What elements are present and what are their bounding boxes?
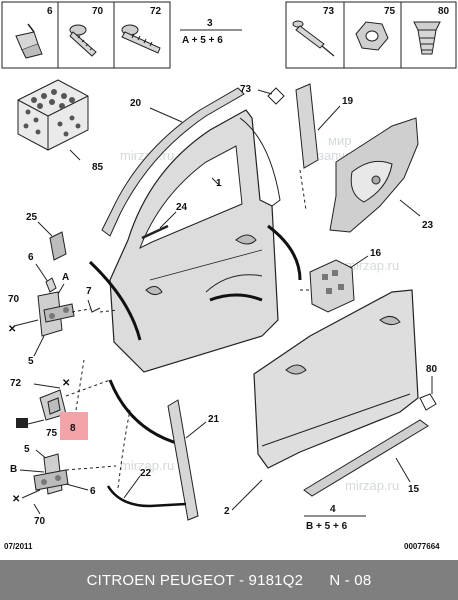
part-25-cover: 25 [26,212,67,261]
callout-7: 7 [86,286,92,297]
footer-bar: CITROEN PEUGEOT - 9181Q2 N - 08 [0,560,458,600]
watermark-text: mirzap.ru [345,478,399,493]
callout-a: A [62,272,69,283]
watermark-text: mirzap.ru [120,458,174,473]
callout-5: 5 [24,444,30,455]
part-75-square-icon [16,418,28,428]
footer-page: N - 08 [329,571,372,589]
highlighted-part-callout [60,412,88,440]
callout-21: 21 [208,414,220,425]
part-number-label: 70 [92,6,104,17]
kit-formula: A + 5 + 6 [182,35,223,46]
part-23-inner-panel: 23 [329,117,434,233]
footer-gap [303,572,329,589]
callout-2: 2 [224,506,230,517]
top-right-icon-group: 73 75 80 [285,1,457,69]
kit-formula: B + 5 + 6 [306,521,348,532]
part-number-label: 80 [438,6,450,17]
kit-top-legend: 3 A + 5 + 6 [180,18,242,46]
callout-85: 85 [92,162,104,173]
top-left-icon-group: 6 70 72 [1,1,171,69]
part-number-label: 6 [47,6,53,17]
lower-hinge-assembly: 5 B 6 ✕ 70 [10,444,117,527]
callout-70: 70 [8,294,20,305]
callout-16: 16 [370,248,382,259]
kit-number: 3 [207,18,213,29]
kit-bottom-legend: 4 B + 5 + 6 [304,504,366,532]
image-code: 00077664 [404,542,440,551]
callout-b: B [10,464,17,475]
callout-19: 19 [342,96,354,107]
callout-15: 15 [408,484,420,495]
callout-6: 6 [28,252,34,263]
x-marker: ✕ [62,378,70,389]
callout-25: 25 [26,212,38,223]
part-number-label: 75 [384,6,396,17]
screw-icon: 72 [121,6,162,54]
upper-hinge-assembly: 6 A 70 ✕ 5 7 [8,252,119,367]
door-check-assembly: 72 ✕ 75 8 [10,359,111,440]
callout-8: 8 [70,423,76,434]
part-16-door-module: 16 [300,248,382,313]
callout-73: 73 [240,84,252,95]
callout-23: 23 [422,220,434,231]
part-20-door-frame-seal: 20 [101,87,245,237]
kit-number: 4 [330,504,336,515]
callout-5: 5 [28,356,34,367]
part-number-label: 73 [323,6,335,17]
x-marker: ✕ [8,324,16,335]
callout-70: 70 [34,516,46,527]
nut-icon: 75 [355,6,396,51]
footer-separator: - [234,571,249,589]
footer-part-number: 9181Q2 [248,571,304,589]
callout-24: 24 [176,202,188,213]
part-24-seal-strip: 24 [141,202,188,240]
part-15-lower-moulding: 15 [303,419,429,497]
part-21-pillar-trim: 21 [167,399,220,521]
watermark-text: мир [328,133,351,148]
part-85-clip-kit: 85 [17,79,104,173]
rivet-icon: 73 [292,6,335,57]
part-number-label: 72 [150,6,162,17]
x-marker: ✕ [12,494,20,505]
part-22-door-seal: 22 [106,409,187,508]
callout-20: 20 [130,98,142,109]
exploded-door-diagram: mirzap.ru mirzap.ru мир запчастей mirzap… [1,1,457,551]
part-19-window-channel: 73 19 [240,83,354,211]
fastener-icon: 80 [413,6,450,55]
date-code: 07/2011 [4,542,33,551]
screw-icon: 70 [69,6,104,57]
callout-80: 80 [426,364,438,375]
callout-75: 75 [46,428,58,439]
callout-22: 22 [140,468,152,479]
callout-1: 1 [216,178,222,189]
clip-icon: 6 [15,6,53,59]
footer-brand: CITROEN PEUGEOT [86,571,235,589]
part-80-clip: 80 [419,364,438,411]
callout-72: 72 [10,378,22,389]
part-2-outer-door-skin: 2 [224,289,419,517]
callout-6: 6 [90,486,96,497]
